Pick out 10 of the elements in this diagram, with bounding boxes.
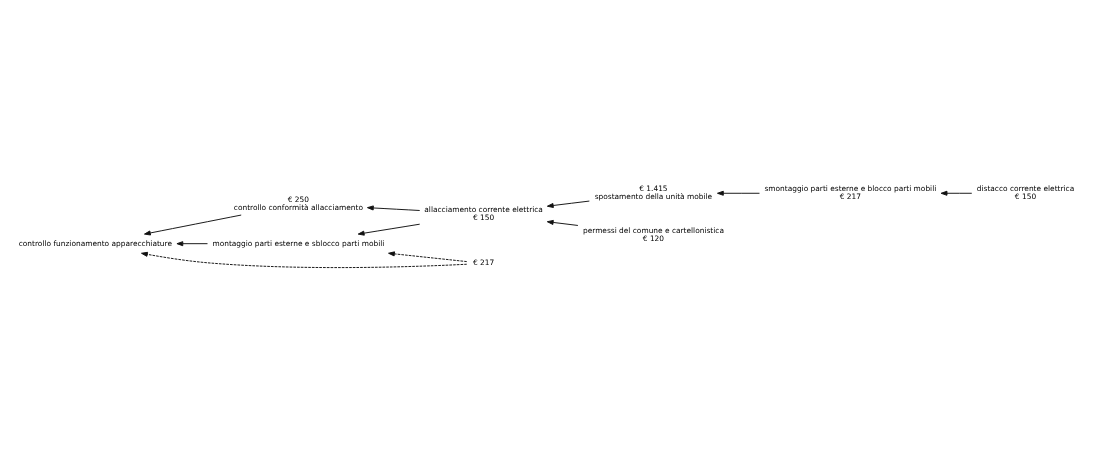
arrow <box>546 200 590 208</box>
arrow <box>546 219 579 226</box>
arrow <box>144 214 242 236</box>
arrow <box>176 241 208 247</box>
arrow <box>366 205 421 211</box>
arrow <box>141 251 468 269</box>
arrow <box>717 190 760 196</box>
arrow <box>388 251 468 263</box>
arrow <box>357 223 421 236</box>
arrow <box>940 190 973 196</box>
